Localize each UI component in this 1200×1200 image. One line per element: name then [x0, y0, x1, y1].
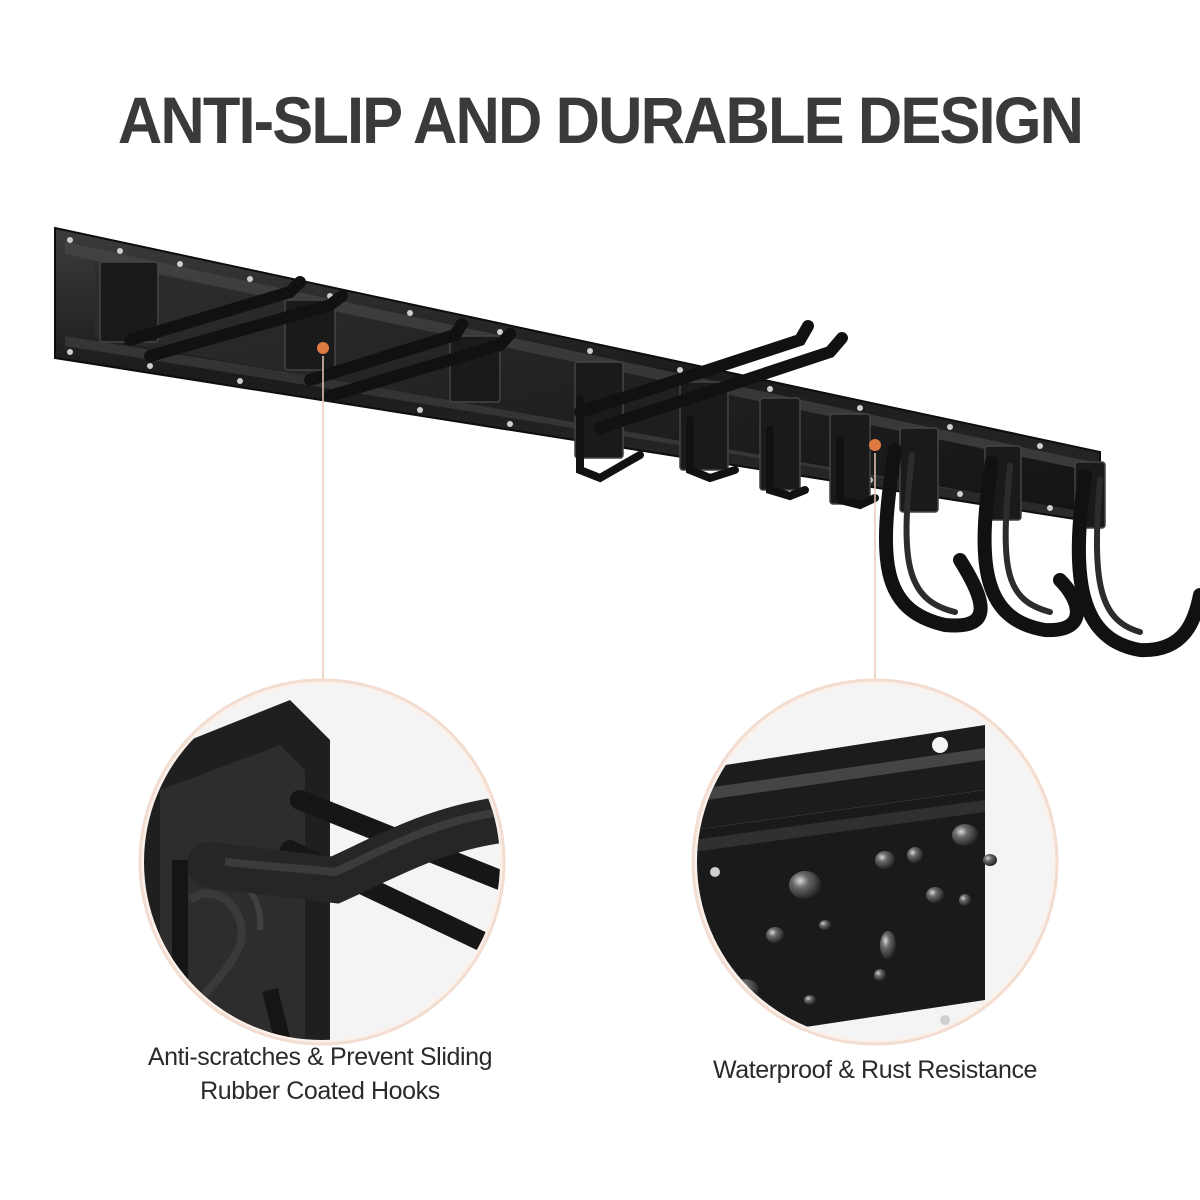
page-headline: ANTI-SLIP AND DURABLE DESIGN	[117, 83, 1084, 157]
feature-caption-line1: Anti-scratches & Prevent Sliding	[147, 1043, 493, 1071]
rubber-coated-hooks	[124, 276, 1200, 658]
feature-caption-line1: Waterproof & Rust Resistance	[712, 1056, 1038, 1084]
water-drops-closeup-icon	[691, 678, 1059, 1046]
feature-caption-rubber-hooks: Anti-scratches & Prevent Sliding Rubber …	[95, 1040, 545, 1108]
feature-caption-waterproof: Waterproof & Rust Resistance	[655, 1053, 1095, 1087]
feature-caption-line2: Rubber Coated Hooks	[200, 1077, 440, 1105]
orange-marker-dots	[317, 342, 881, 451]
rubber-hook-closeup-icon	[138, 678, 506, 1046]
